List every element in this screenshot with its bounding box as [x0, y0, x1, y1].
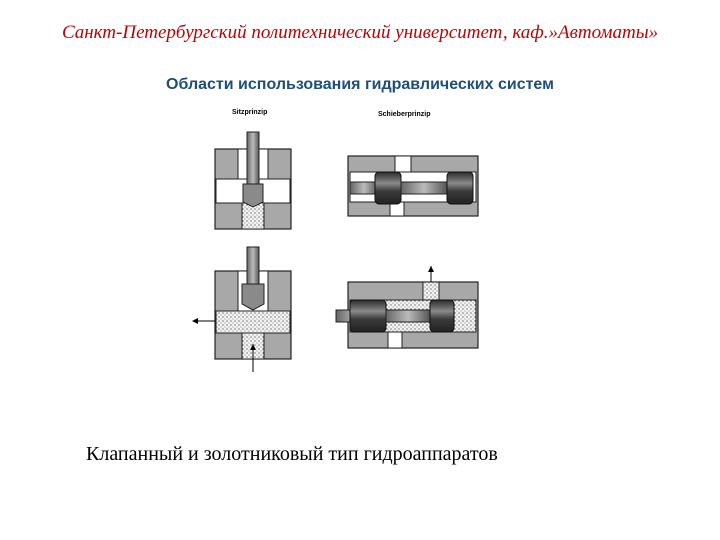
spool-valve-closed	[347, 155, 479, 217]
slide-caption: Клапанный и золотниковый тип гидроаппара…	[86, 443, 498, 465]
valve-diagram: Sitzprinzip Schieberprinzip	[192, 109, 479, 372]
label-sitzprinzip: Sitzprinzip	[232, 109, 267, 116]
label-schieberprinzip: Schieberprinzip	[378, 111, 431, 118]
seat-valve-closed	[214, 131, 292, 230]
slide-title: Области использования гидравлических сис…	[166, 76, 554, 93]
slide-header: Санкт-Петербургский политехнический унив…	[61, 22, 659, 43]
seat-valve-open	[192, 246, 292, 372]
spool-valve-open	[335, 266, 479, 349]
